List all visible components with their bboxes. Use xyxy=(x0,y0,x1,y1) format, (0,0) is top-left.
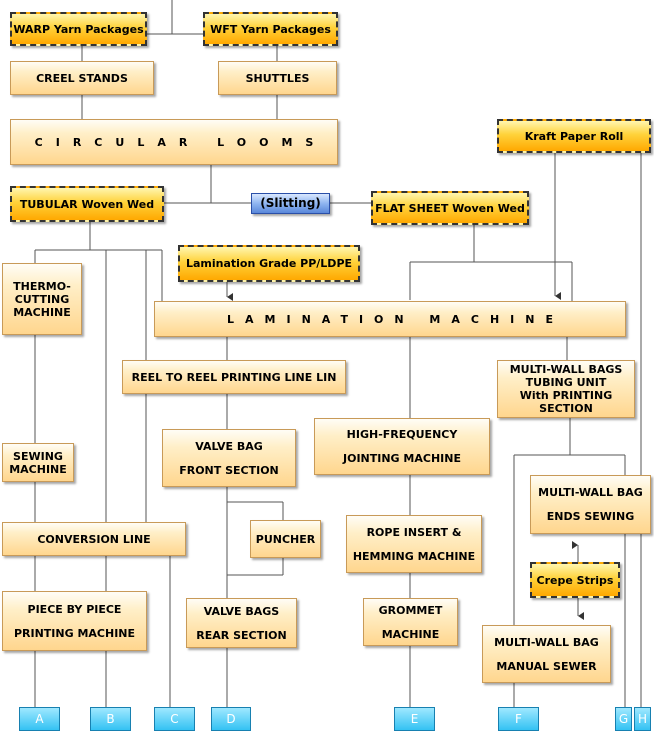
high-frequency-jointing-box: HIGH-FREQUENCY JOINTING MACHINE xyxy=(314,418,490,475)
piece-by-piece-line-1: PIECE BY PIECE xyxy=(27,602,122,616)
tubular-woven-wed-box: TUBULAR Woven Wed xyxy=(10,186,164,222)
piece-by-piece-printing-box: PIECE BY PIECE PRINTING MACHINE xyxy=(2,591,147,651)
wft-yarn-packages-label: WFT Yarn Packages xyxy=(210,22,331,36)
circular-looms-box: CIRCULAR LOOMS xyxy=(10,119,338,165)
flat-sheet-woven-wed-box: FLAT SHEET Woven Wed xyxy=(371,191,529,225)
sewing-machine-line-2: MACHINE xyxy=(9,462,67,476)
sewing-machine-box: SEWING MACHINE xyxy=(2,443,74,482)
creel-stands-box: CREEL STANDS xyxy=(10,61,154,95)
terminal-f: F xyxy=(498,707,539,731)
valve-bag-front-section-box: VALVE BAG FRONT SECTION xyxy=(162,429,296,487)
terminal-d: D xyxy=(211,707,251,731)
terminal-a: A xyxy=(19,707,60,731)
multiwall-ends-sewing-box: MULTI-WALL BAG ENDS SEWING xyxy=(530,475,651,534)
multiwall-tubing-line-1: MULTI-WALL BAGS xyxy=(509,363,623,376)
thermo-cutting-machine-box: THERMO- CUTTING MACHINE xyxy=(2,263,82,335)
grommet-line-2: MACHINE xyxy=(381,627,440,641)
lamination-grade-label: Lamination Grade PP/LDPE xyxy=(185,257,353,270)
shuttles-box: SHUTTLES xyxy=(218,61,337,95)
grommet-line-1: GROMMET xyxy=(378,603,443,617)
sewing-machine-line-1: SEWING xyxy=(13,449,63,463)
reel-to-reel-printing-box: REEL TO REEL PRINTING LINE LIN xyxy=(122,360,346,394)
wft-yarn-packages-box: WFT Yarn Packages xyxy=(203,12,338,46)
multiwall-manual-line-2: MANUAL SEWER xyxy=(496,659,597,673)
high-frequency-line-2: JOINTING MACHINE xyxy=(343,452,461,465)
thermo-cutting-line-2: CUTTING xyxy=(14,292,70,306)
terminal-b: B xyxy=(90,707,131,731)
multiwall-tubing-line-4: SECTION xyxy=(539,402,593,415)
crepe-strips-label: Crepe Strips xyxy=(536,573,614,587)
multiwall-ends-line-1: MULTI-WALL BAG xyxy=(538,486,643,499)
valve-bags-rear-section-box: VALVE BAGS REAR SECTION xyxy=(186,598,297,648)
thermo-cutting-line-1: THERMO- xyxy=(13,279,71,293)
terminal-c: C xyxy=(154,707,195,731)
valve-bags-rear-line-2: REAR SECTION xyxy=(196,628,287,642)
high-frequency-line-1: HIGH-FREQUENCY xyxy=(346,428,458,441)
lamination-grade-box: Lamination Grade PP/LDPE xyxy=(178,245,360,282)
multiwall-tubing-unit-box: MULTI-WALL BAGS TUBING UNIT With PRINTIN… xyxy=(497,360,635,418)
conversion-line-box: CONVERSION LINE xyxy=(2,522,186,556)
multiwall-ends-line-2: ENDS SEWING xyxy=(546,510,635,523)
kraft-paper-roll-box: Kraft Paper Roll xyxy=(497,119,651,153)
crepe-strips-box: Crepe Strips xyxy=(530,562,620,598)
slitting-box: (Slitting) xyxy=(251,193,330,214)
flat-sheet-woven-wed-label: FLAT SHEET Woven Wed xyxy=(375,201,525,215)
tubular-woven-wed-label: TUBULAR Woven Wed xyxy=(19,197,155,211)
puncher-box: PUNCHER xyxy=(250,520,321,558)
conversion-line-label: CONVERSION LINE xyxy=(37,532,151,546)
creel-stands-label: CREEL STANDS xyxy=(36,71,128,85)
warp-yarn-packages-label: WARP Yarn Packages xyxy=(13,22,144,36)
reel-to-reel-printing-label: REEL TO REEL PRINTING LINE LIN xyxy=(131,370,337,384)
circular-looms-label: CIRCULAR LOOMS xyxy=(34,135,327,149)
valve-bags-rear-line-1: VALVE BAGS xyxy=(203,604,280,618)
rope-insert-hemming-box: ROPE INSERT & HEMMING MACHINE xyxy=(346,515,482,573)
valve-bag-front-line-2: FRONT SECTION xyxy=(179,463,279,477)
kraft-paper-roll-label: Kraft Paper Roll xyxy=(524,129,624,143)
rope-insert-line-1: ROPE INSERT & xyxy=(366,525,462,539)
grommet-machine-box: GROMMET MACHINE xyxy=(363,598,458,646)
lamination-machine-box: LAMINATION MACHINE xyxy=(154,301,626,337)
multiwall-manual-line-1: MULTI-WALL BAG xyxy=(494,635,599,649)
terminal-e: E xyxy=(394,707,435,731)
multiwall-tubing-line-2: TUBING UNIT xyxy=(525,376,607,389)
terminal-h: H xyxy=(634,707,651,731)
multiwall-manual-sewer-box: MULTI-WALL BAG MANUAL SEWER xyxy=(482,625,611,683)
slitting-label: (Slitting) xyxy=(260,196,321,210)
rope-insert-line-2: HEMMING MACHINE xyxy=(352,549,476,563)
piece-by-piece-line-2: PRINTING MACHINE xyxy=(13,626,136,640)
puncher-label: PUNCHER xyxy=(255,532,316,546)
lamination-machine-label: LAMINATION MACHINE xyxy=(227,312,564,326)
warp-yarn-packages-box: WARP Yarn Packages xyxy=(10,12,147,46)
terminal-g: G xyxy=(615,707,632,731)
multiwall-tubing-line-3: With PRINTING xyxy=(519,389,613,402)
shuttles-label: SHUTTLES xyxy=(245,71,310,85)
thermo-cutting-line-3: MACHINE xyxy=(13,305,71,319)
valve-bag-front-line-1: VALVE BAG xyxy=(195,439,263,453)
